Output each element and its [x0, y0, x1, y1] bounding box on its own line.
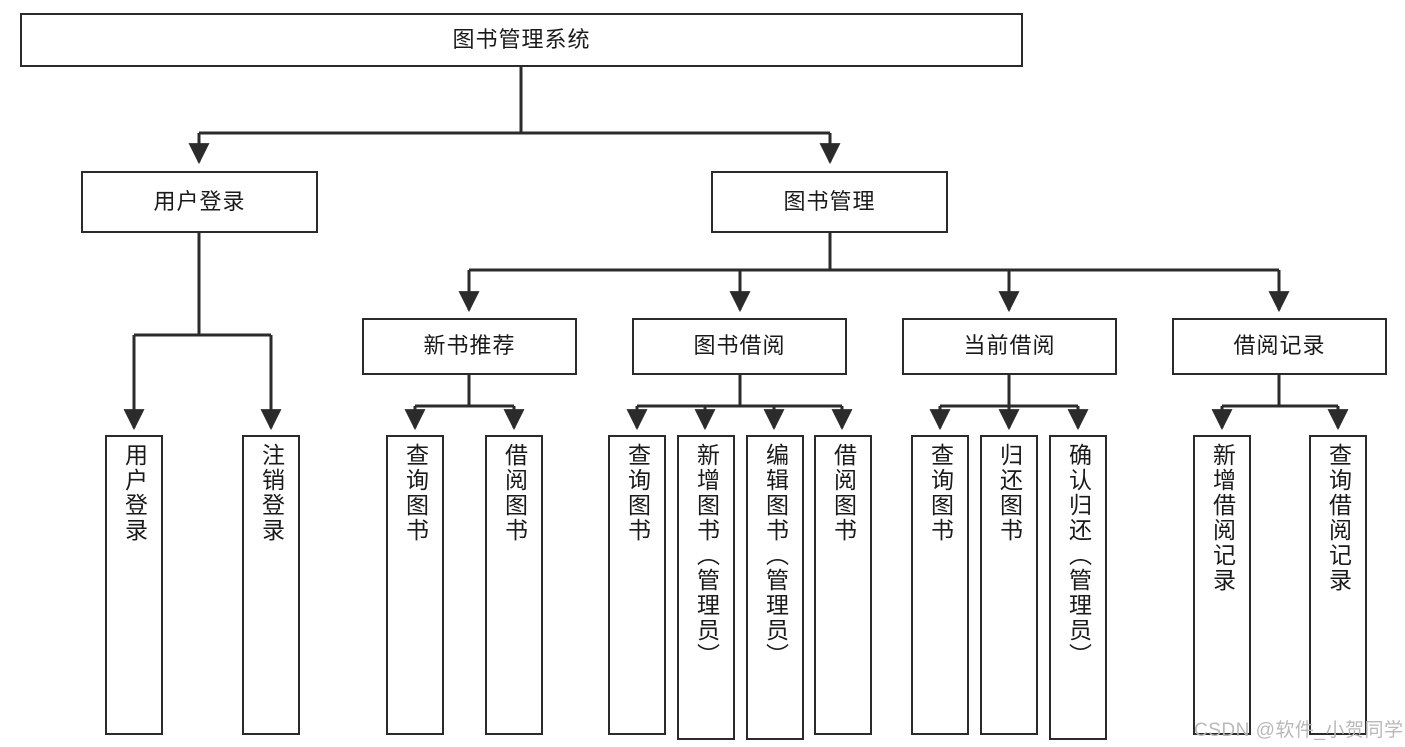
node-leaf-confirm-return-admin-label: 确认归还（管理员）	[1065, 443, 1092, 668]
node-leaf-add-borrow-record[interactable]: 新增借阅记录	[1193, 435, 1251, 735]
node-leaf-query-book-3-label: 查询图书	[927, 443, 954, 543]
node-leaf-borrow-book-1-label: 借阅图书	[501, 443, 528, 543]
node-book-borrow-label: 图书借阅	[693, 333, 786, 359]
node-current-borrow[interactable]: 当前借阅	[902, 318, 1117, 375]
node-book-management-label: 图书管理	[783, 188, 876, 214]
node-leaf-query-borrow-record-label: 查询借阅记录	[1325, 443, 1352, 593]
node-leaf-query-book-1-label: 查询图书	[402, 443, 429, 543]
node-leaf-borrow-book-1[interactable]: 借阅图书	[485, 435, 543, 735]
node-leaf-query-book-2[interactable]: 查询图书	[608, 435, 666, 735]
node-borrow-records-label: 借阅记录	[1233, 333, 1326, 359]
node-leaf-logout-label: 注销登录	[258, 443, 285, 543]
node-leaf-borrow-book-2[interactable]: 借阅图书	[814, 435, 872, 735]
node-leaf-query-book-3[interactable]: 查询图书	[911, 435, 969, 735]
node-leaf-add-book-admin-label: 新增图书（管理员）	[693, 443, 720, 668]
node-leaf-return-book[interactable]: 归还图书	[980, 435, 1038, 735]
node-leaf-user-login[interactable]: 用户登录	[105, 435, 163, 735]
node-leaf-query-book-2-label: 查询图书	[624, 443, 651, 543]
node-leaf-query-borrow-record[interactable]: 查询借阅记录	[1309, 435, 1367, 735]
node-new-book-recommend[interactable]: 新书推荐	[362, 318, 577, 375]
node-root-label: 图书管理系统	[452, 26, 591, 52]
node-leaf-add-book-admin[interactable]: 新增图书（管理员）	[677, 435, 735, 740]
node-leaf-edit-book-admin[interactable]: 编辑图书（管理员）	[746, 435, 804, 740]
node-leaf-edit-book-admin-label: 编辑图书（管理员）	[762, 443, 789, 668]
node-current-borrow-label: 当前借阅	[963, 333, 1056, 359]
node-leaf-add-borrow-record-label: 新增借阅记录	[1209, 443, 1236, 593]
node-leaf-query-book-1[interactable]: 查询图书	[386, 435, 444, 735]
node-leaf-confirm-return-admin[interactable]: 确认归还（管理员）	[1049, 435, 1107, 740]
node-root[interactable]: 图书管理系统	[20, 13, 1023, 67]
node-user-login-label: 用户登录	[153, 188, 246, 214]
node-user-login[interactable]: 用户登录	[81, 171, 318, 233]
node-book-management[interactable]: 图书管理	[711, 171, 948, 233]
node-leaf-user-login-label: 用户登录	[121, 443, 148, 543]
node-new-book-recommend-label: 新书推荐	[423, 333, 516, 359]
node-borrow-records[interactable]: 借阅记录	[1172, 318, 1387, 375]
node-leaf-borrow-book-2-label: 借阅图书	[830, 443, 857, 543]
node-book-borrow[interactable]: 图书借阅	[632, 318, 847, 375]
node-leaf-logout[interactable]: 注销登录	[242, 435, 300, 735]
node-leaf-return-book-label: 归还图书	[996, 443, 1023, 543]
